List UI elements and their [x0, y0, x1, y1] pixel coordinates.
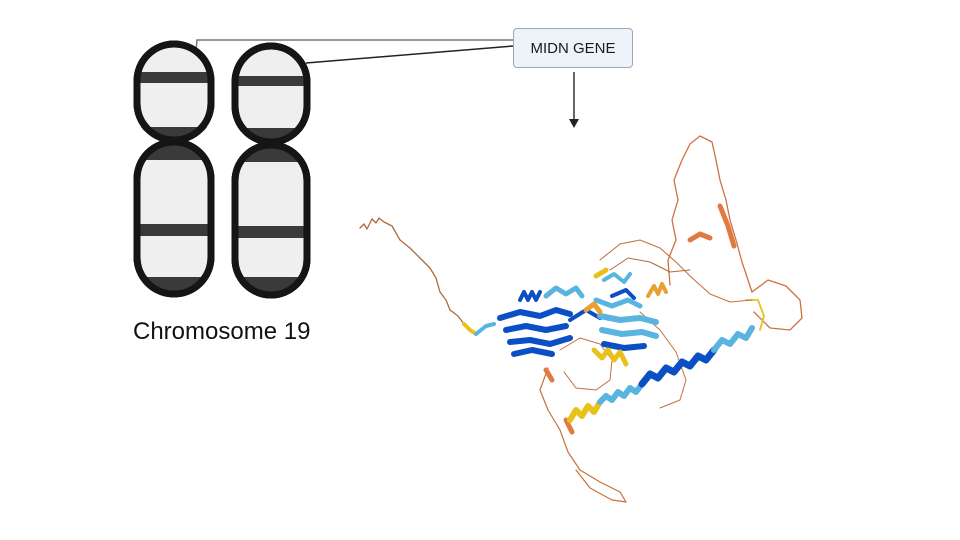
helix-orange-small [646, 282, 668, 298]
disordered-loop-mid [599, 239, 753, 303]
arrow-down-icon [569, 72, 579, 128]
chromosome-icon [133, 40, 311, 299]
protein-structure-icon [359, 135, 803, 503]
disordered-loop-bottom [539, 367, 627, 503]
disordered-loop-right [751, 279, 803, 331]
long-helix [567, 325, 755, 423]
connector-line-right [305, 45, 514, 64]
gene-label: MIDN GENE [513, 28, 633, 68]
beta-sheet-domain-2 [593, 267, 659, 351]
beta-sheet-domain [497, 285, 602, 357]
chromatid-left [133, 40, 215, 298]
disordered-loop-top [667, 135, 753, 293]
n-terminal-tail [359, 217, 471, 331]
helix-yellow-small [591, 347, 629, 367]
chromosome-caption: Chromosome 19 [133, 318, 311, 345]
chromatid-right [231, 42, 311, 299]
